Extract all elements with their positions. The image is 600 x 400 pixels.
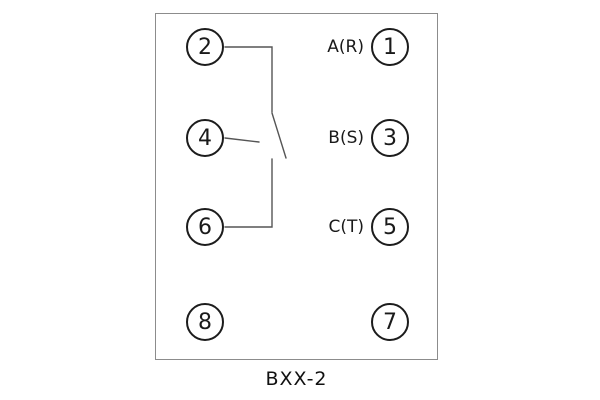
model-caption: BXX-2 xyxy=(265,368,328,390)
phase-label-b: B(S) xyxy=(328,128,364,148)
wire-from-terminal-6 xyxy=(224,158,273,228)
contact-blade xyxy=(271,112,287,159)
terminal-circle-3: 3 xyxy=(371,119,409,157)
terminal-circle-4: 4 xyxy=(186,119,224,157)
wire-from-terminal-2 xyxy=(224,46,273,113)
terminal-circle-6: 6 xyxy=(186,208,224,246)
phase-label-c: C(T) xyxy=(328,217,364,237)
terminal-circle-8: 8 xyxy=(186,303,224,341)
terminal-circle-2: 2 xyxy=(186,28,224,66)
terminal-circle-7: 7 xyxy=(371,303,409,341)
terminal-circle-1: 1 xyxy=(371,28,409,66)
phase-label-a: A(R) xyxy=(327,37,364,57)
wire-from-terminal-4 xyxy=(224,137,260,143)
relay-outline-box xyxy=(155,13,438,360)
terminal-circle-5: 5 xyxy=(371,208,409,246)
